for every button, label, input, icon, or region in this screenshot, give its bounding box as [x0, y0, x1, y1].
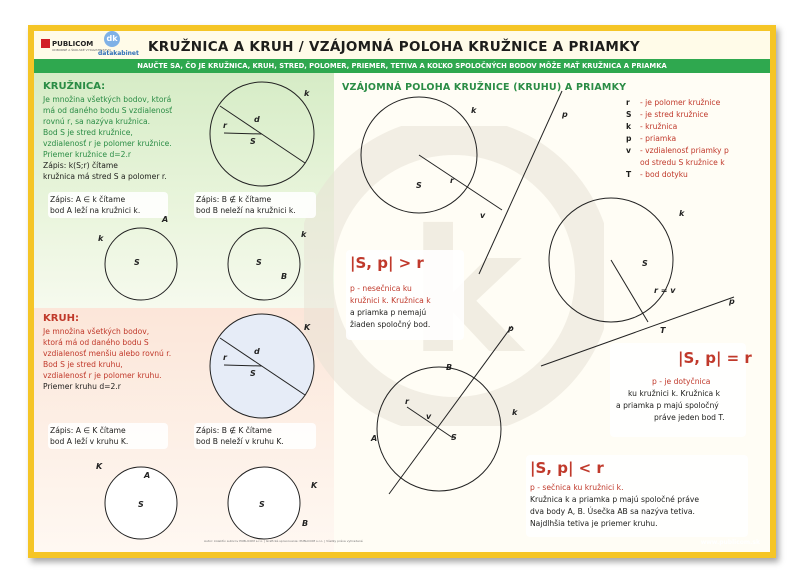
label-k: k [471, 106, 477, 115]
formula-secant: |S, p| < r [530, 459, 604, 477]
circle-a-in-kruh [104, 466, 178, 540]
kruznica-notation-a: Zápis: A ∈ k čítame bod A leží na kružni… [48, 192, 168, 218]
circle-b-not-on-k [227, 227, 301, 301]
kruh-notation-a: Zápis: A ∈ K čítame bod A leží v kruhu K… [48, 423, 168, 449]
geometry-diagrams [104, 81, 735, 540]
publicom-logo: PUBLICOM ODBORNÉ A ŠKOLSKÉ VYDAVATEĽSTVO [41, 39, 111, 52]
label-k: k [304, 89, 310, 98]
dk-watermark: k [304, 126, 604, 426]
publicom-logo-icon [41, 39, 50, 48]
kruznica-title: KRUŽNICA: [43, 81, 106, 92]
banner: NAUČTE SA, ČO JE KRUŽNICA, KRUH, STRED, … [34, 59, 770, 73]
label-a: A [144, 471, 151, 480]
case-outside: |S, p| > r p - nesečnica ku kružnici k. … [346, 250, 464, 340]
case-tangent: |S, p| = r p - je dotyčnica ku kružnici … [610, 343, 752, 437]
label-s: S [451, 433, 457, 442]
label-t: T [660, 326, 666, 335]
passant-diagram [360, 90, 563, 275]
kruznica-diagram [209, 81, 315, 187]
poster-inner: k PUBLICOM ODBORNÉ A ŠKOLSKÉ VYDAVATEĽST… [34, 31, 770, 552]
label-k: k [98, 234, 104, 243]
relation-title: VZÁJOMNÁ POLOHA KRUŽNICE (KRUHU) A PRIAM… [342, 82, 627, 93]
label-kruh: K [311, 481, 318, 490]
label-p: p [729, 297, 735, 306]
case-secant: |S, p| < r p - sečnica ku kružnici k. Kr… [526, 455, 748, 537]
label-b: B [281, 272, 288, 281]
formula-tangent: |S, p| = r [678, 349, 752, 367]
label-p: p [508, 324, 514, 333]
label-r: r [450, 176, 454, 185]
formula-outside: |S, p| > r [350, 254, 424, 272]
label-b: B [302, 519, 309, 528]
kruznica-panel [34, 73, 334, 308]
label-s: S [259, 500, 265, 509]
label-s: S [250, 369, 256, 378]
label-kruh: K [304, 323, 311, 332]
label-a: A [371, 434, 378, 443]
label-p: p [562, 110, 568, 119]
label-s: S [250, 137, 256, 146]
label-d: d [254, 347, 260, 356]
datakabinet-logo: dk datakabinet [98, 31, 139, 57]
kruh-notation-b: Zápis: B ∉ K čítame bod B neleží v kruhu… [194, 423, 316, 449]
label-v: v [426, 412, 432, 421]
website-link[interactable]: www.publicom.sk [700, 539, 760, 546]
label-r: r [223, 353, 227, 362]
label-k: k [512, 408, 518, 417]
label-s: S [416, 181, 422, 190]
label-r-v: r = v [654, 286, 676, 295]
header: PUBLICOM ODBORNÉ A ŠKOLSKÉ VYDAVATEĽSTVO… [34, 31, 770, 59]
page-title: KRUŽNICA A KRUH / VZÁJOMNÁ POLOHA KRUŽNI… [148, 39, 640, 55]
secant-diagram [376, 325, 513, 495]
label-kruh: K [96, 462, 103, 471]
label-s: S [134, 258, 140, 267]
label-s: S [256, 258, 262, 267]
label-b: B [446, 363, 453, 372]
circle-b-not-in-kruh [227, 466, 301, 540]
label-r: r [223, 121, 227, 130]
circle-a-on-k [104, 227, 178, 301]
label-s: S [642, 259, 648, 268]
kruh-diagram [209, 313, 315, 419]
label-s: S [138, 500, 144, 509]
label-v: v [480, 211, 486, 220]
dk-logo-icon: dk [104, 31, 120, 47]
label-r: r [405, 397, 409, 406]
footer-credits: Autor: kolektív autorov PUBLICOM s.r.o. … [204, 539, 363, 543]
label-k: k [301, 230, 307, 239]
label-k: k [679, 209, 685, 218]
kruznica-notation-b: Zápis: B ∉ k čítame bod B neleží na kruž… [194, 192, 316, 218]
kruh-title: KRUH: [43, 313, 79, 324]
label-d: d [254, 115, 260, 124]
poster: k PUBLICOM ODBORNÉ A ŠKOLSKÉ VYDAVATEĽST… [28, 25, 776, 558]
tangent-diagram [540, 197, 735, 367]
label-a: A [162, 215, 169, 224]
